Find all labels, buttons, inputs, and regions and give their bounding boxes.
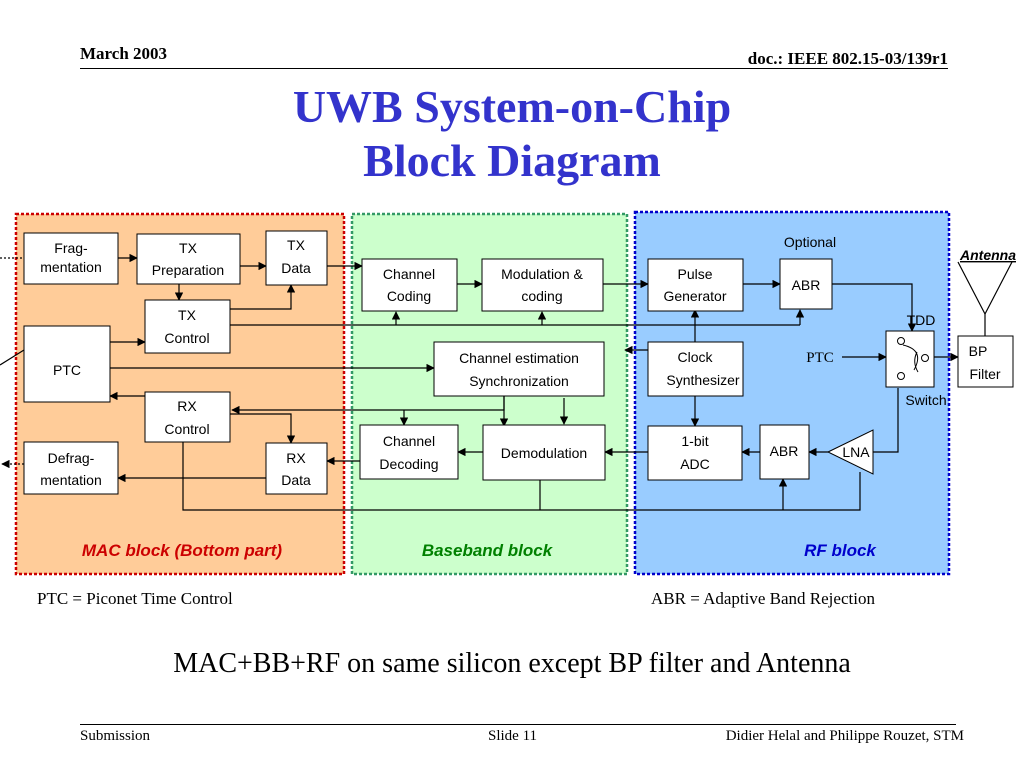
channel-decoding-block: Channel Decoding — [359, 424, 459, 480]
lna-label: LNA — [842, 444, 870, 460]
tdd-label: TDD — [907, 312, 936, 328]
rf-region-label: RF block — [804, 541, 877, 560]
channel-decoding-line2: Decoding — [379, 456, 438, 472]
channel-coding-block: Channel Coding — [361, 258, 458, 312]
tx-control-line1: TX — [178, 307, 197, 323]
defragmentation-block: Defrag- mentation — [23, 441, 119, 495]
slide-title-line2: Block Diagram — [363, 135, 661, 186]
abr-rx-label: ABR — [770, 443, 799, 459]
abr-note: ABR = Adaptive Band Rejection — [651, 589, 875, 608]
pulse-generator-line2: Generator — [663, 288, 726, 304]
defragmentation-line1: Defrag- — [48, 450, 95, 466]
footer-submission: Submission — [80, 728, 151, 744]
demodulation-block: Demodulation — [482, 424, 606, 481]
channel-coding-line2: Coding — [387, 288, 431, 304]
modulation-coding-line1: Modulation & — [501, 266, 583, 282]
abr-tx-block: ABR — [779, 258, 833, 310]
signal-lines — [0, 253, 1013, 511]
tx-control-line2: Control — [164, 330, 209, 346]
channel-estimation-line1: Channel estimation — [459, 350, 579, 366]
fragmentation-block: Frag- mentation — [23, 232, 119, 285]
footer-authors: Didier Helal and Philippe Rouzet, STM — [725, 728, 964, 744]
tx-preparation-line1: TX — [179, 240, 198, 256]
rx-control-line2: Control — [164, 421, 209, 437]
rx-control-block: RX Control — [144, 391, 231, 443]
optional-label: Optional — [784, 234, 836, 250]
adc-line1: 1-bit — [681, 433, 708, 449]
pulse-generator-block: Pulse Generator — [647, 258, 744, 312]
ptc-switch-label: PTC — [806, 350, 834, 366]
switch-label: Switch — [905, 392, 946, 408]
tx-data-line2: Data — [281, 260, 311, 276]
clock-synthesizer-line2: Synthesizer — [666, 372, 739, 388]
slide-title: UWB System-on-Chip Block Diagram — [0, 80, 1024, 188]
rx-control-line1: RX — [177, 398, 197, 414]
slide-title-line1: UWB System-on-Chip — [292, 81, 732, 132]
channel-estimation-block: Channel estimation Synchronization — [433, 341, 605, 397]
pulse-generator-line1: Pulse — [677, 266, 712, 282]
baseband-region-label: Baseband block — [422, 541, 554, 560]
clock-synthesizer-block: Clock Synthesizer — [647, 341, 744, 397]
tx-preparation-line2: Preparation — [152, 262, 224, 278]
rx-data-block: RX Data — [265, 442, 328, 495]
modulation-coding-block: Modulation & coding — [481, 258, 604, 312]
abr-rx-block: ABR — [759, 424, 810, 480]
tx-preparation-block: TX Preparation — [136, 233, 241, 285]
footer-divider — [80, 724, 956, 725]
adc-block: 1-bit ADC — [647, 425, 743, 481]
abr-tx-label: ABR — [792, 277, 821, 293]
defragmentation-line2: mentation — [40, 472, 101, 488]
antenna-label: Antenna — [959, 247, 1016, 263]
summary-text: MAC+BB+RF on same silicon except BP filt… — [173, 648, 851, 679]
lna-block: LNA — [826, 429, 874, 475]
tx-control-block: TX Control — [144, 299, 231, 354]
bp-filter-block: BP Filter — [957, 335, 1014, 388]
tx-data-block: TX Data — [265, 230, 328, 286]
footer-slide-number: Slide 11 — [488, 728, 538, 744]
modulation-coding-line2: coding — [521, 288, 562, 304]
ptc-block: PTC — [23, 325, 111, 403]
demodulation-label: Demodulation — [501, 445, 587, 461]
channel-estimation-line2: Synchronization — [469, 373, 569, 389]
fragmentation-line1: Frag- — [54, 240, 88, 256]
ptc-label: PTC — [53, 362, 81, 378]
clock-synthesizer-line1: Clock — [677, 349, 713, 365]
rx-data-line1: RX — [286, 450, 306, 466]
bp-filter-line2: Filter — [969, 366, 1000, 382]
fragmentation-line2: mentation — [40, 259, 101, 275]
adc-line2: ADC — [680, 456, 710, 472]
bp-filter-line1: BP — [969, 343, 988, 359]
header-divider — [80, 68, 948, 69]
rx-data-line2: Data — [281, 472, 311, 488]
channel-decoding-line1: Channel — [383, 433, 435, 449]
tx-data-line1: TX — [287, 237, 306, 253]
ptc-note: PTC = Piconet Time Control — [37, 589, 233, 608]
header-doc-id: doc.: IEEE 802.15-03/139r1 — [747, 49, 948, 68]
mac-region-label: MAC block (Bottom part) — [82, 541, 283, 560]
header-date: March 2003 — [80, 44, 168, 63]
channel-coding-line1: Channel — [383, 266, 435, 282]
tdd-switch — [885, 330, 935, 388]
